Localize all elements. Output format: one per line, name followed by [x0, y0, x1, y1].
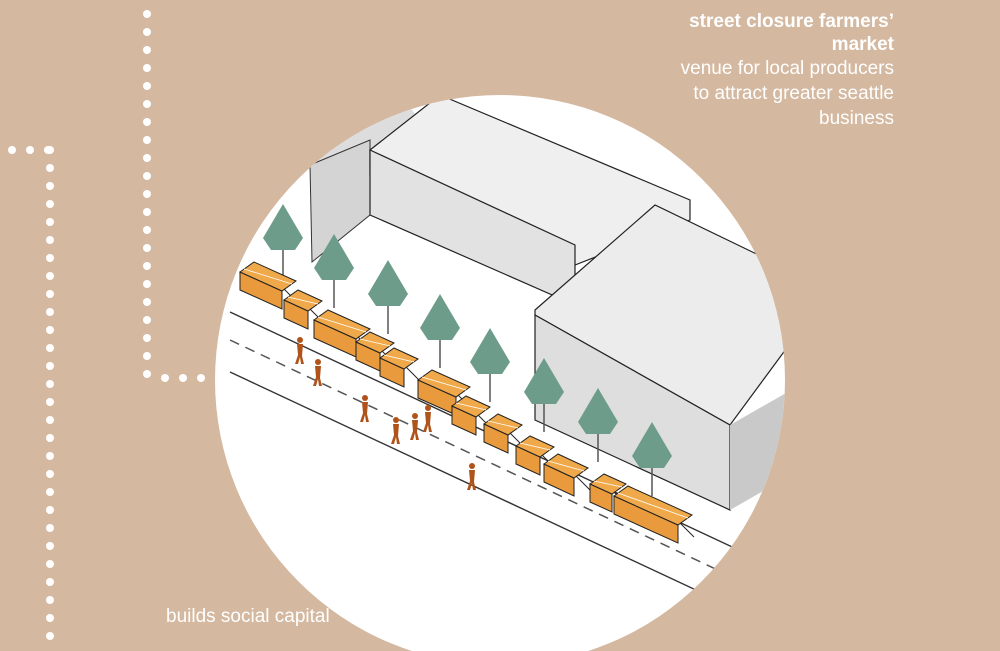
pedestrians [295, 337, 476, 490]
caption-block: street closure farmers’ market venue for… [534, 10, 894, 131]
caption-subtitle-line2: to attract greater seattle [693, 83, 894, 104]
market-stall-icon [483, 413, 525, 454]
tree-icon [578, 388, 618, 462]
market-stall-icon [416, 369, 473, 416]
market-stall-icon [379, 347, 421, 388]
caption-title-line1: street closure farmers’ [689, 11, 894, 32]
pedestrian-icon [313, 359, 322, 386]
trees [263, 204, 672, 496]
tree-icon [263, 204, 303, 278]
buildings [300, 95, 785, 511]
market-stall-icon [451, 395, 493, 436]
tree-icon [632, 422, 672, 496]
tree-icon [420, 294, 460, 368]
pedestrian-icon [391, 417, 400, 444]
market-stall-icon [543, 453, 591, 497]
caption-subtitle-line1: venue for local producers [680, 58, 894, 79]
tree-icon [368, 260, 408, 334]
pedestrian-icon [423, 405, 432, 432]
pedestrian-icon [295, 337, 304, 364]
market-stall-icon [239, 261, 299, 310]
market-stall-icon [283, 289, 325, 330]
pedestrian-icon [467, 463, 476, 490]
tree-icon [524, 358, 564, 432]
caption-title-line2: market [831, 34, 894, 55]
caption-subtitle-line3: business [819, 108, 894, 129]
dotted-connector-lines [8, 10, 205, 640]
market-stall-icon [613, 485, 695, 544]
tree-icon [470, 328, 510, 402]
pedestrian-icon [410, 413, 419, 440]
market-stalls [239, 261, 695, 544]
tree-icon [314, 234, 354, 308]
bottom-label: builds social capital [166, 606, 330, 627]
pedestrian-icon [360, 395, 369, 422]
